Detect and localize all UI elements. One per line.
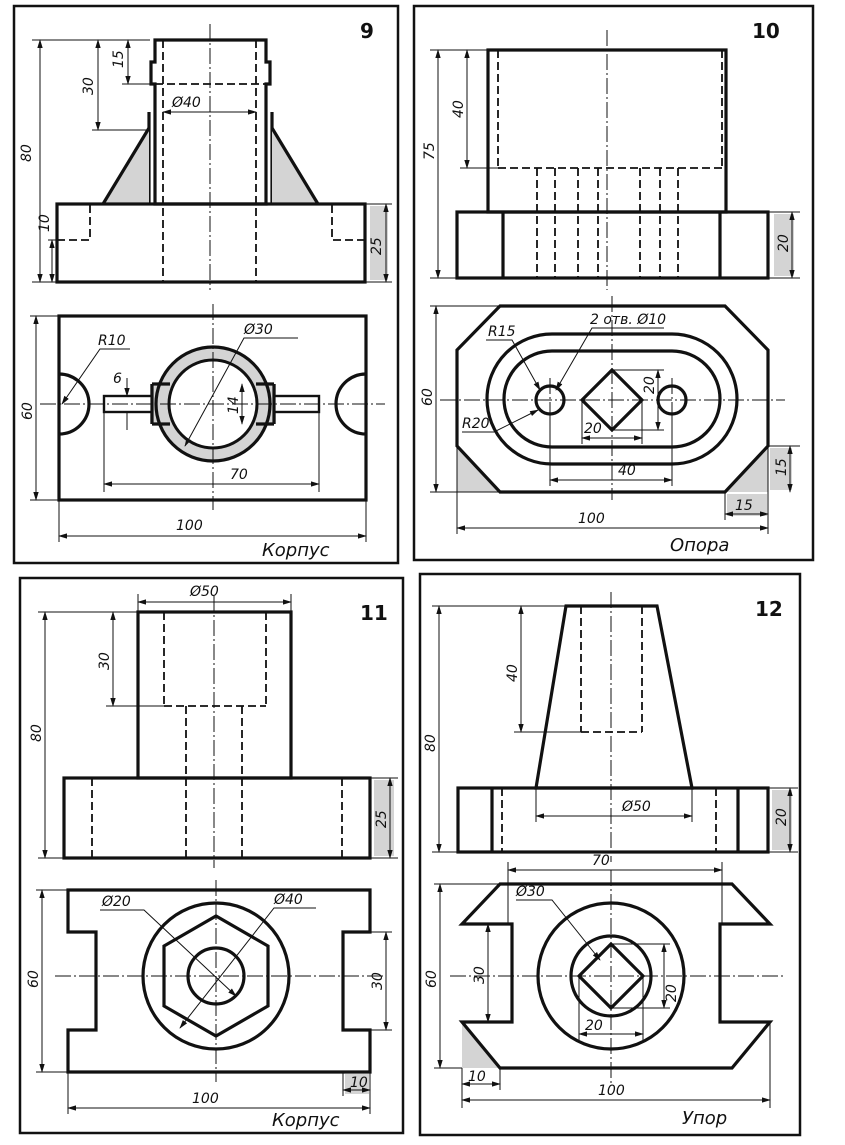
front-view [455, 30, 770, 290]
top-view-dimensions: 60 30 100 10 Ø20 Ø40 [26, 889, 392, 1114]
dim-20: 20 [584, 421, 602, 437]
dim-6: 6 [113, 371, 122, 387]
dim-30: 30 [370, 972, 386, 990]
panel-number: 11 [360, 601, 388, 625]
front-view-dimensions: 80 30 15 Ø40 10 25 [19, 39, 392, 283]
dim-14: 14 [226, 396, 242, 414]
dim-25: 25 [369, 237, 385, 255]
dim-20: 20 [776, 234, 792, 252]
dim-30: 30 [81, 77, 97, 95]
dim-dia40: Ø40 [273, 892, 303, 908]
panel-10-frame [412, 4, 815, 562]
dim-80: 80 [19, 144, 35, 162]
part-title: Опора [670, 535, 729, 556]
front-view [456, 592, 770, 862]
panel-10: 10 75 40 [412, 4, 815, 562]
dim-dia30: Ø30 [243, 322, 273, 338]
panel-12: 12 80 40 Ø50 [418, 572, 802, 1137]
dim-dia50: Ø50 [189, 584, 219, 600]
dim-r20: R20 [462, 416, 490, 432]
part-title: Корпус [262, 540, 330, 561]
dim-10: 10 [37, 214, 53, 232]
top-view-dimensions: 60 100 15 15 40 20 20 2 о [420, 305, 800, 534]
panel-9: 9 80 30 15 [12, 4, 400, 565]
dim-dia20: Ø20 [101, 894, 131, 910]
panel-12-frame [418, 572, 802, 1137]
dim-dia30: Ø30 [515, 884, 545, 900]
dim-holes: 2 отв. Ø10 [590, 312, 666, 328]
panel-number: 10 [752, 19, 780, 43]
dim-40: 40 [451, 100, 467, 118]
front-view-dimensions: Ø50 80 30 25 [29, 584, 398, 859]
dim-60: 60 [20, 402, 36, 420]
dim-100: 100 [176, 518, 203, 534]
part-title: Корпус [272, 1110, 340, 1131]
dim-80: 80 [29, 724, 45, 742]
dim-30: 30 [472, 966, 488, 984]
dim-15: 15 [111, 50, 127, 68]
dim-15: 15 [774, 458, 790, 476]
top-view [40, 304, 385, 510]
dim-10: 10 [350, 1075, 368, 1091]
dim-40: 40 [618, 463, 636, 479]
dim-100: 100 [578, 511, 605, 527]
panel-11: 11 Ø50 80 30 [18, 576, 405, 1135]
front-view [55, 24, 367, 290]
dim-70: 70 [592, 853, 610, 869]
dim-100: 100 [192, 1091, 219, 1107]
dim-15: 15 [735, 498, 753, 514]
top-view-dimensions: 70 60 30 100 10 20 20 Ø30 [424, 853, 771, 1108]
dim-25: 25 [374, 810, 390, 828]
top-view [450, 870, 785, 1084]
dim-r10: R10 [98, 333, 126, 349]
dim-100: 100 [598, 1083, 625, 1099]
dim-40: 40 [505, 664, 521, 682]
dim-80: 80 [423, 734, 439, 752]
dim-20: 20 [664, 984, 680, 1002]
dim-75: 75 [422, 142, 438, 160]
dim-70: 70 [230, 467, 248, 483]
dim-10: 10 [468, 1069, 486, 1085]
panel-number: 12 [755, 597, 783, 621]
dim-60: 60 [26, 970, 42, 988]
panel-11-frame [18, 576, 405, 1135]
dim-r15: R15 [488, 324, 516, 340]
dim-20: 20 [642, 376, 658, 394]
dim-20: 20 [585, 1018, 603, 1034]
panel-number: 9 [360, 19, 374, 43]
top-view [440, 296, 785, 500]
front-view [62, 596, 372, 868]
part-title: Упор [682, 1108, 727, 1129]
dim-dia40: Ø40 [171, 95, 201, 111]
front-view-dimensions: 75 40 20 [422, 49, 800, 279]
dim-20: 20 [774, 808, 790, 826]
dim-60: 60 [424, 970, 440, 988]
panel-9-frame [12, 4, 400, 565]
dim-dia50: Ø50 [621, 799, 651, 815]
top-view-dimensions: 60 100 70 6 14 R10 Ø30 [20, 315, 367, 542]
front-view-dimensions: 80 40 Ø50 20 [423, 605, 798, 853]
dim-60: 60 [420, 388, 436, 406]
dim-30: 30 [97, 652, 113, 670]
